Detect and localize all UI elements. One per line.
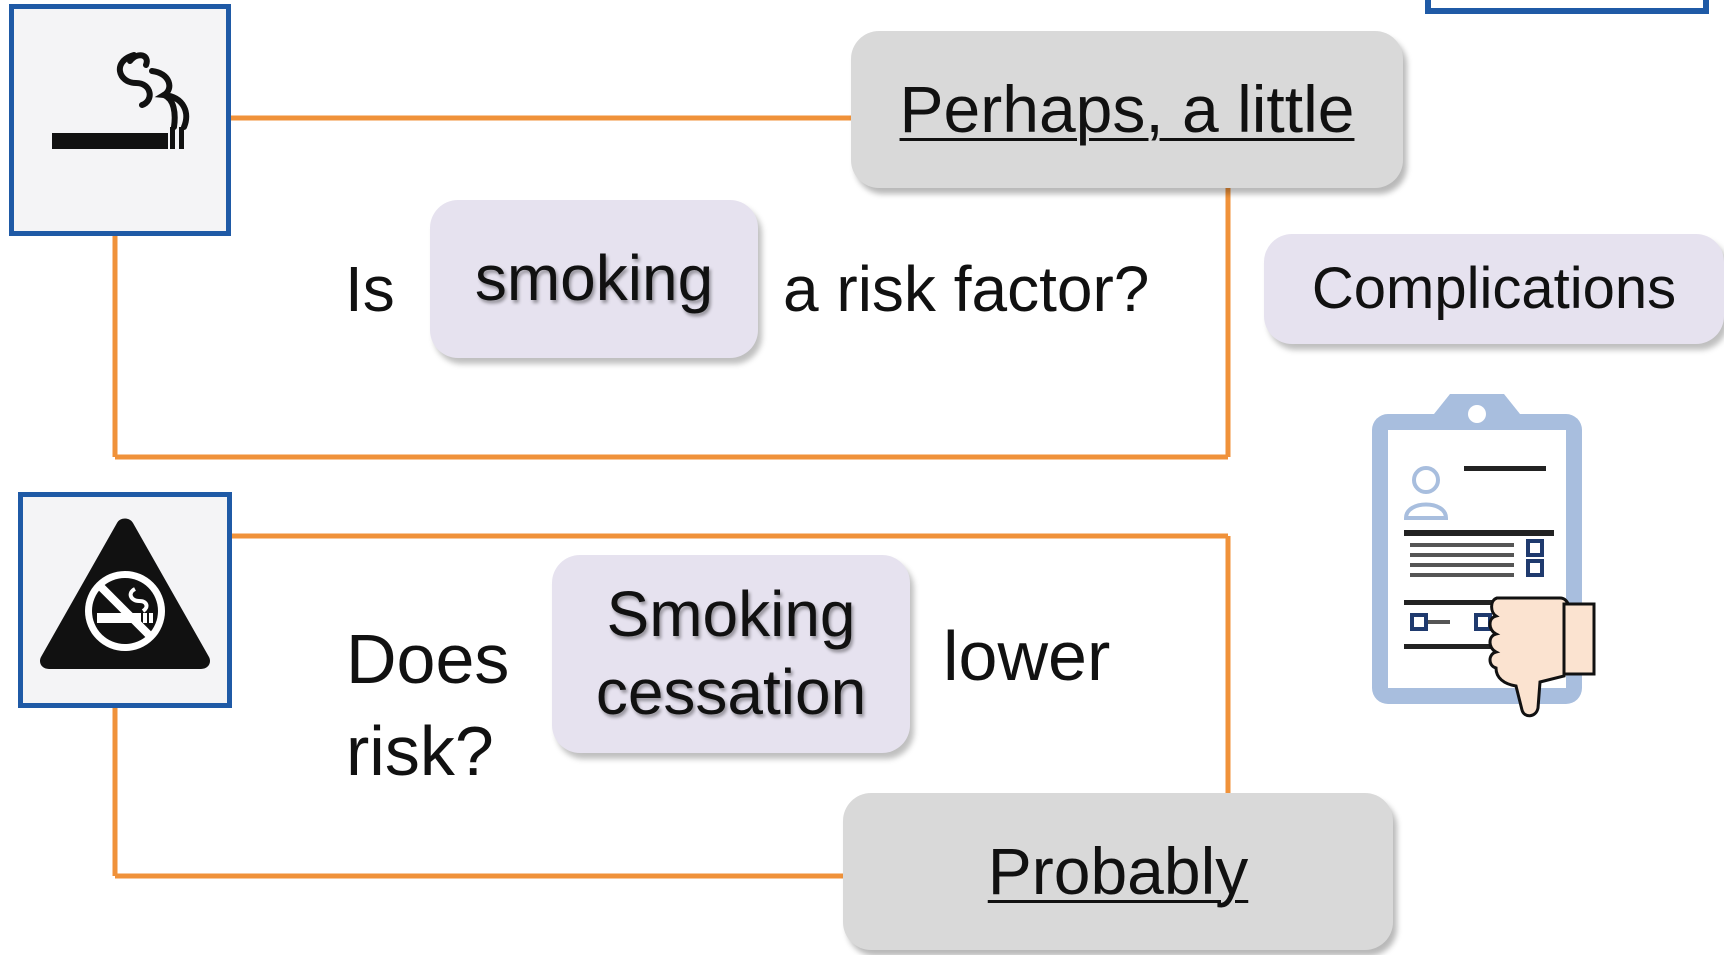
outcome-pill: Complications [1264, 234, 1724, 344]
outcome-label: Complications [1311, 255, 1677, 321]
no-smoking-warning-icon [39, 518, 211, 669]
q2-topic-line1: Smoking [606, 578, 856, 651]
q2-prefix: Does [346, 620, 510, 698]
q2-tail: risk? [346, 712, 494, 790]
q1-suffix: a risk factor? [783, 253, 1150, 325]
no-smoking-icon-box [18, 492, 232, 708]
q1-answer-pill: Perhaps, a little [851, 31, 1403, 188]
q2-topic-pill: Smoking cessation [552, 555, 910, 753]
q1-answer-label: Perhaps, a little [899, 71, 1355, 146]
q1-topic-label: smoking [474, 242, 714, 315]
q2-topic-line2: cessation [595, 656, 867, 728]
q2-suffix: lower [943, 617, 1111, 695]
q2-answer-pill: Probably [843, 793, 1393, 950]
q1-prefix: Is [345, 253, 395, 325]
q1-topic-pill: smoking [430, 200, 758, 358]
corner-frame [1425, 0, 1709, 14]
smoking-icon [52, 52, 190, 149]
clipboard-thumbs-down-icon [1372, 394, 1596, 718]
q2-answer-label: Probably [987, 833, 1249, 908]
smoking-icon-box [9, 4, 231, 236]
